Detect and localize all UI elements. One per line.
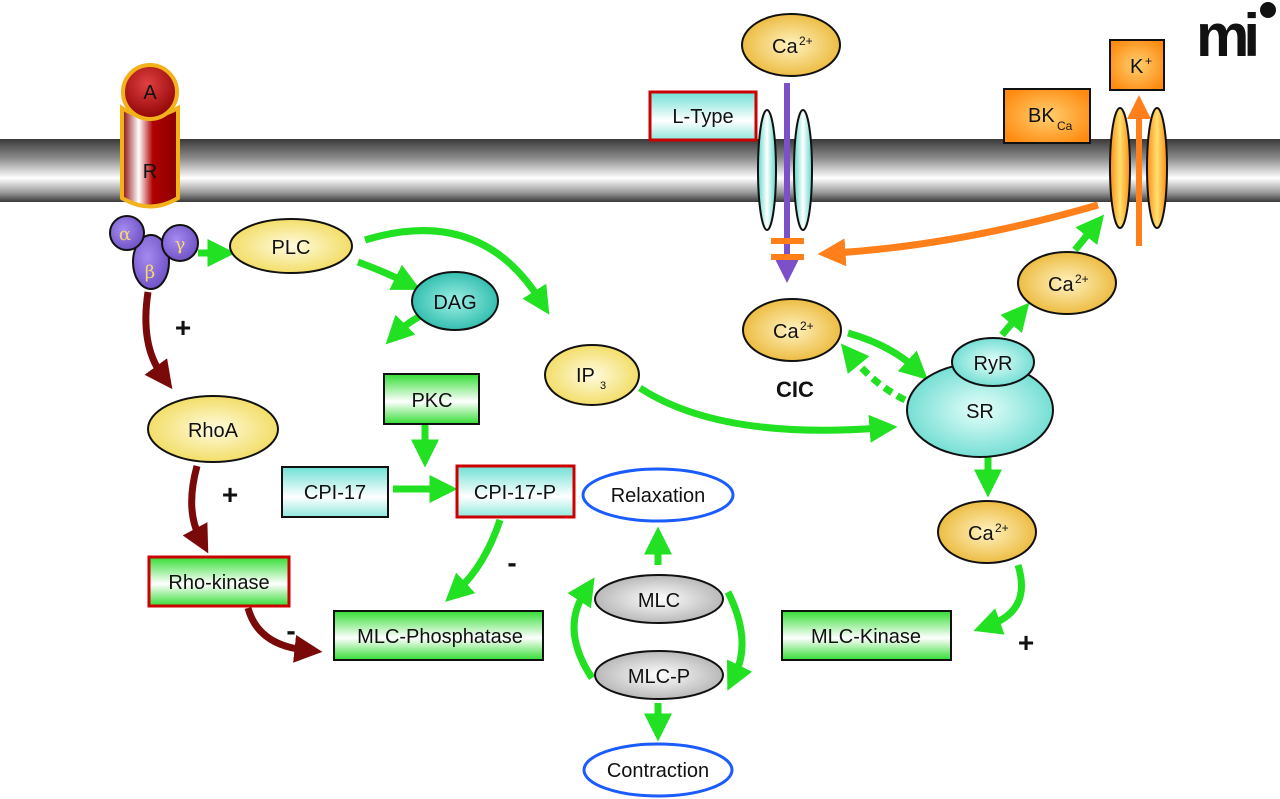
rhoa-node: RhoA	[147, 395, 279, 463]
g-beta-subunit	[132, 234, 170, 290]
svg-text:β: β	[145, 262, 155, 283]
g-gamma-subunit	[161, 224, 199, 262]
sign-g-to-rhoa: +	[175, 312, 191, 343]
arrow-ca-to-bkca	[1072, 214, 1105, 253]
arrow-rhoa-to-rhokinase	[182, 465, 209, 554]
contraction-outcome: Contraction	[582, 742, 734, 798]
svg-text:MLC: MLC	[638, 590, 680, 612]
mlc-node: MLC	[594, 574, 724, 624]
inhibition-bar	[771, 254, 804, 260]
receptor-cylinder	[120, 104, 180, 209]
svg-text:SR: SR	[966, 401, 994, 423]
g-alpha-subunit	[109, 215, 145, 251]
potassium-ion-box: K +	[1109, 39, 1165, 91]
arrow-bkca-to-ltype	[817, 201, 1099, 267]
svg-text:MLC-Kinase: MLC-Kinase	[811, 626, 921, 648]
svg-text:2+: 2+	[800, 319, 814, 333]
mlc-phosphatase-box: MLC-Phosphatase	[333, 610, 544, 661]
mlc-kinase-box: MLC-Kinase	[781, 610, 952, 661]
svg-text:Ca: Ca	[1048, 274, 1074, 296]
svg-text:2+: 2+	[799, 34, 813, 48]
calcium-sr-release: Ca 2+	[937, 500, 1037, 564]
svg-text:γ: γ	[175, 234, 186, 255]
svg-text:RyR: RyR	[974, 353, 1013, 375]
sign-ca-to-mlck: +	[1018, 627, 1034, 658]
svg-text:α: α	[119, 224, 131, 245]
l-type-label-box: L-Type	[648, 90, 758, 142]
svg-text:R: R	[143, 161, 157, 183]
calcium-spark: Ca 2+	[1017, 251, 1117, 315]
receptor-complex: R A α β γ	[109, 63, 199, 290]
calcium-extracellular: Ca 2+	[741, 13, 841, 77]
cpi17p-box: CPI-17-P	[455, 464, 576, 519]
arrow-cpi17p-to-phosphatase	[445, 518, 504, 602]
svg-text:Ca: Ca	[968, 523, 994, 545]
rho-kinase-box: Rho-kinase	[147, 555, 291, 608]
relaxation-outcome: Relaxation	[581, 467, 735, 523]
l-type-channel	[757, 83, 813, 283]
svg-text:MLC-P: MLC-P	[628, 666, 690, 688]
cell-membrane	[0, 139, 1280, 202]
sign-rhoa-to-rhokinase: +	[222, 479, 238, 510]
ryanodine-receptor: RyR	[951, 337, 1035, 387]
svg-text:PLC: PLC	[272, 237, 311, 259]
sarcoplasmic-reticulum: SR	[906, 362, 1054, 458]
journal-logo: mi	[1196, 2, 1276, 69]
arrow-mlcp-to-mlc	[567, 577, 595, 680]
svg-text:2+: 2+	[995, 521, 1009, 535]
svg-text:PKC: PKC	[411, 390, 452, 412]
mlc-p-node: MLC-P	[594, 650, 724, 700]
pkc-box: PKC	[383, 373, 480, 425]
cic-label: CIC	[776, 377, 814, 402]
svg-text:Contraction: Contraction	[607, 760, 709, 782]
svg-text:mi: mi	[1196, 2, 1256, 69]
arrow-mlc-to-mlcp	[724, 590, 753, 691]
sign-cpi17p-to-phosphatase: -	[507, 547, 516, 578]
dag-node: DAG	[411, 271, 499, 331]
svg-text:Rho-kinase: Rho-kinase	[168, 572, 269, 594]
svg-text:+: +	[1145, 54, 1152, 68]
arrow-ca-to-sr	[847, 329, 928, 380]
calcium-cytosolic: Ca 2+	[742, 298, 842, 362]
svg-text:Ca: Ca	[772, 36, 798, 58]
svg-text:A: A	[143, 82, 157, 104]
ip3-node: IP 3	[544, 344, 640, 406]
arrow-dag-to-pkc	[385, 312, 422, 345]
arrow-ip3-to-sr	[638, 385, 898, 443]
bkca-channel	[1109, 95, 1168, 246]
svg-text:3: 3	[600, 380, 606, 392]
svg-text:L-Type: L-Type	[672, 106, 733, 128]
bkca-label-box: BK Ca	[1003, 88, 1091, 144]
plc-node: PLC	[229, 218, 353, 274]
arrow-g-to-rhoa	[142, 291, 173, 390]
arrow-plc-to-ip3	[363, 227, 550, 315]
agonist-ball	[121, 63, 179, 121]
arrow-ryr-to-ca	[999, 302, 1030, 338]
svg-text:RhoA: RhoA	[188, 420, 239, 442]
arrow-sr-to-ca-dashed	[840, 343, 907, 404]
svg-text:BK: BK	[1028, 105, 1055, 127]
inhibition-bar	[771, 238, 804, 244]
svg-text:CPI-17: CPI-17	[304, 482, 366, 504]
svg-text:MLC-Phosphatase: MLC-Phosphatase	[357, 626, 523, 648]
svg-text:IP: IP	[576, 365, 595, 387]
arrow-ca-to-mlck	[973, 563, 1025, 635]
arrow-rhokinase-to-phosphatase	[244, 606, 323, 663]
svg-text:Ca: Ca	[773, 321, 799, 343]
arrow-plc-to-dag	[356, 258, 421, 290]
sign-rhokinase-to-phosphatase: -	[286, 615, 295, 646]
svg-text:Relaxation: Relaxation	[611, 485, 706, 507]
svg-text:CPI-17-P: CPI-17-P	[474, 482, 556, 504]
svg-text:K: K	[1130, 56, 1144, 78]
svg-text:Ca: Ca	[1057, 119, 1073, 133]
svg-text:2+: 2+	[1075, 272, 1089, 286]
svg-text:DAG: DAG	[433, 292, 476, 314]
cpi17-box: CPI-17	[281, 466, 389, 518]
